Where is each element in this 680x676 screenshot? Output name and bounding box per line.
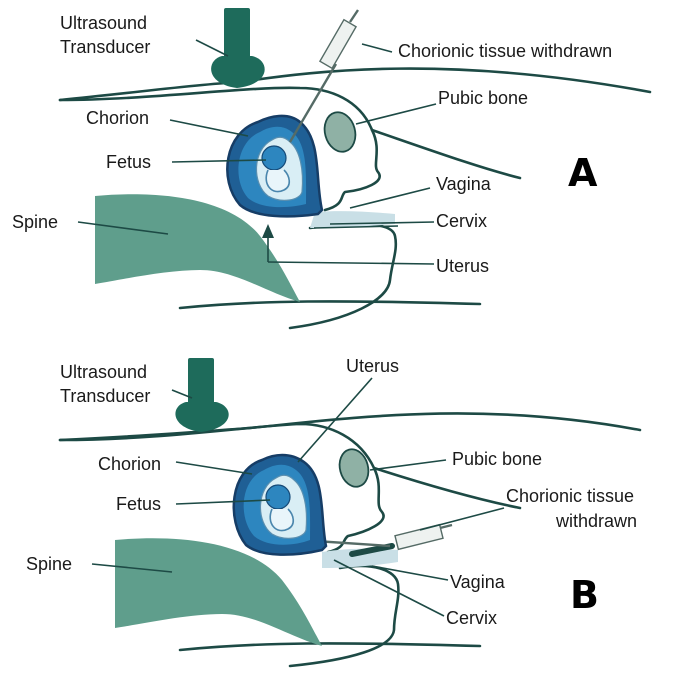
panel-a-body-outline [60, 88, 380, 210]
panel-a-leader-transducer [196, 40, 228, 56]
panel-b-back-line [374, 468, 520, 508]
panel-b-fetus-body [270, 509, 293, 531]
panel-b-letter: B [570, 573, 599, 617]
panel-b-leader-pubic [370, 460, 446, 470]
panel-a-leader-chorionic [362, 44, 392, 52]
panel-a-label-uterus: Uterus [436, 256, 489, 276]
panel-b-label-chorionic-2: withdrawn [555, 511, 637, 531]
panel-a-uterus-arrow-head [262, 224, 274, 238]
panel-a-lower-outline [290, 224, 396, 328]
panel-a-fetus-head [262, 146, 286, 170]
panel-a-pubic-bone [320, 109, 359, 155]
panel-b-bottom-line [180, 643, 480, 650]
panel-b-lower-outline [290, 566, 398, 666]
panel-a-leader-vagina [350, 188, 430, 208]
panel-b-leader-vagina [372, 566, 448, 580]
panel-b-label-ultrasound-2: Transducer [60, 386, 150, 406]
panel-b-body-outline [60, 424, 384, 552]
panel-b-label-chorion: Chorion [98, 454, 161, 474]
panel-b-label-vagina: Vagina [450, 572, 506, 592]
panel-b-label-cervix: Cervix [446, 608, 497, 628]
panel-b-label-uterus: Uterus [346, 356, 399, 376]
panel-a-label-fetus: Fetus [106, 152, 151, 172]
panel-a-leader-pubic [356, 104, 436, 124]
panel-a-label-ultrasound-2: Transducer [60, 37, 150, 57]
panel-a-label-pubic-bone: Pubic bone [438, 88, 528, 108]
panel-a-transducer-icon [211, 8, 265, 88]
panel-b-label-ultrasound-1: Ultrasound [60, 362, 147, 382]
panel-a-leader-uterus [268, 262, 434, 264]
panel-b-leader-chorion [176, 462, 252, 474]
panel-a-fetus-body [266, 170, 289, 192]
panel-b-fetus-head [266, 485, 290, 509]
panel-b-label-fetus: Fetus [116, 494, 161, 514]
panel-b-label-pubic-bone: Pubic bone [452, 449, 542, 469]
panel-a-back-line [372, 130, 520, 178]
panel-b-leader-chorionic [420, 508, 504, 530]
panel-a-letter: A [568, 151, 598, 195]
panel-a-label-spine: Spine [12, 212, 58, 232]
panel-b-pubic-bone [336, 446, 373, 490]
panel-a-bottom-line [180, 301, 480, 308]
panel-b-label-spine: Spine [26, 554, 72, 574]
panel-a-label-cervix: Cervix [436, 211, 487, 231]
panel-a-label-ultrasound-1: Ultrasound [60, 13, 147, 33]
panel-a: Ultrasound Transducer Chorionic tissue w… [12, 8, 650, 328]
panel-b-label-chorionic-1: Chorionic tissue [506, 486, 634, 506]
panel-a-label-vagina: Vagina [436, 174, 492, 194]
panel-a-leader-chorion [170, 120, 248, 136]
panel-a-label-chorion: Chorion [86, 108, 149, 128]
panel-b: Ultrasound Transducer Uterus Chorion Pub… [26, 356, 640, 666]
panel-a-label-chorionic-tissue: Chorionic tissue withdrawn [398, 41, 612, 61]
